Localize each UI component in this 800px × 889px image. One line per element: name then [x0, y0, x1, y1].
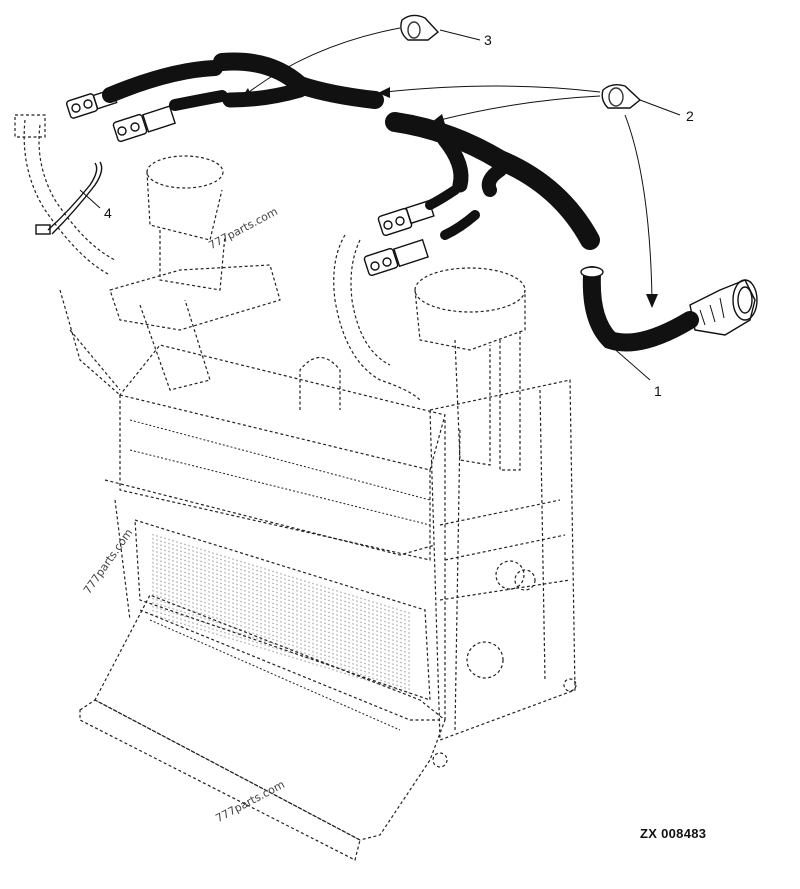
- cable-clip-3: [400, 14, 440, 41]
- leader-lines: [79, 27, 681, 381]
- reference-code: ZX 008483: [640, 826, 707, 841]
- callout-3: 3: [484, 32, 492, 48]
- plug-connectors: [65, 88, 435, 277]
- cable-clip-2: [601, 83, 642, 109]
- callout-1: 1: [654, 383, 662, 399]
- cable-tie-4: [35, 161, 103, 235]
- callout-4: 4: [104, 205, 112, 221]
- callout-2: 2: [686, 108, 694, 124]
- machine-frame: [14, 114, 577, 861]
- wiring-harness: [102, 52, 758, 352]
